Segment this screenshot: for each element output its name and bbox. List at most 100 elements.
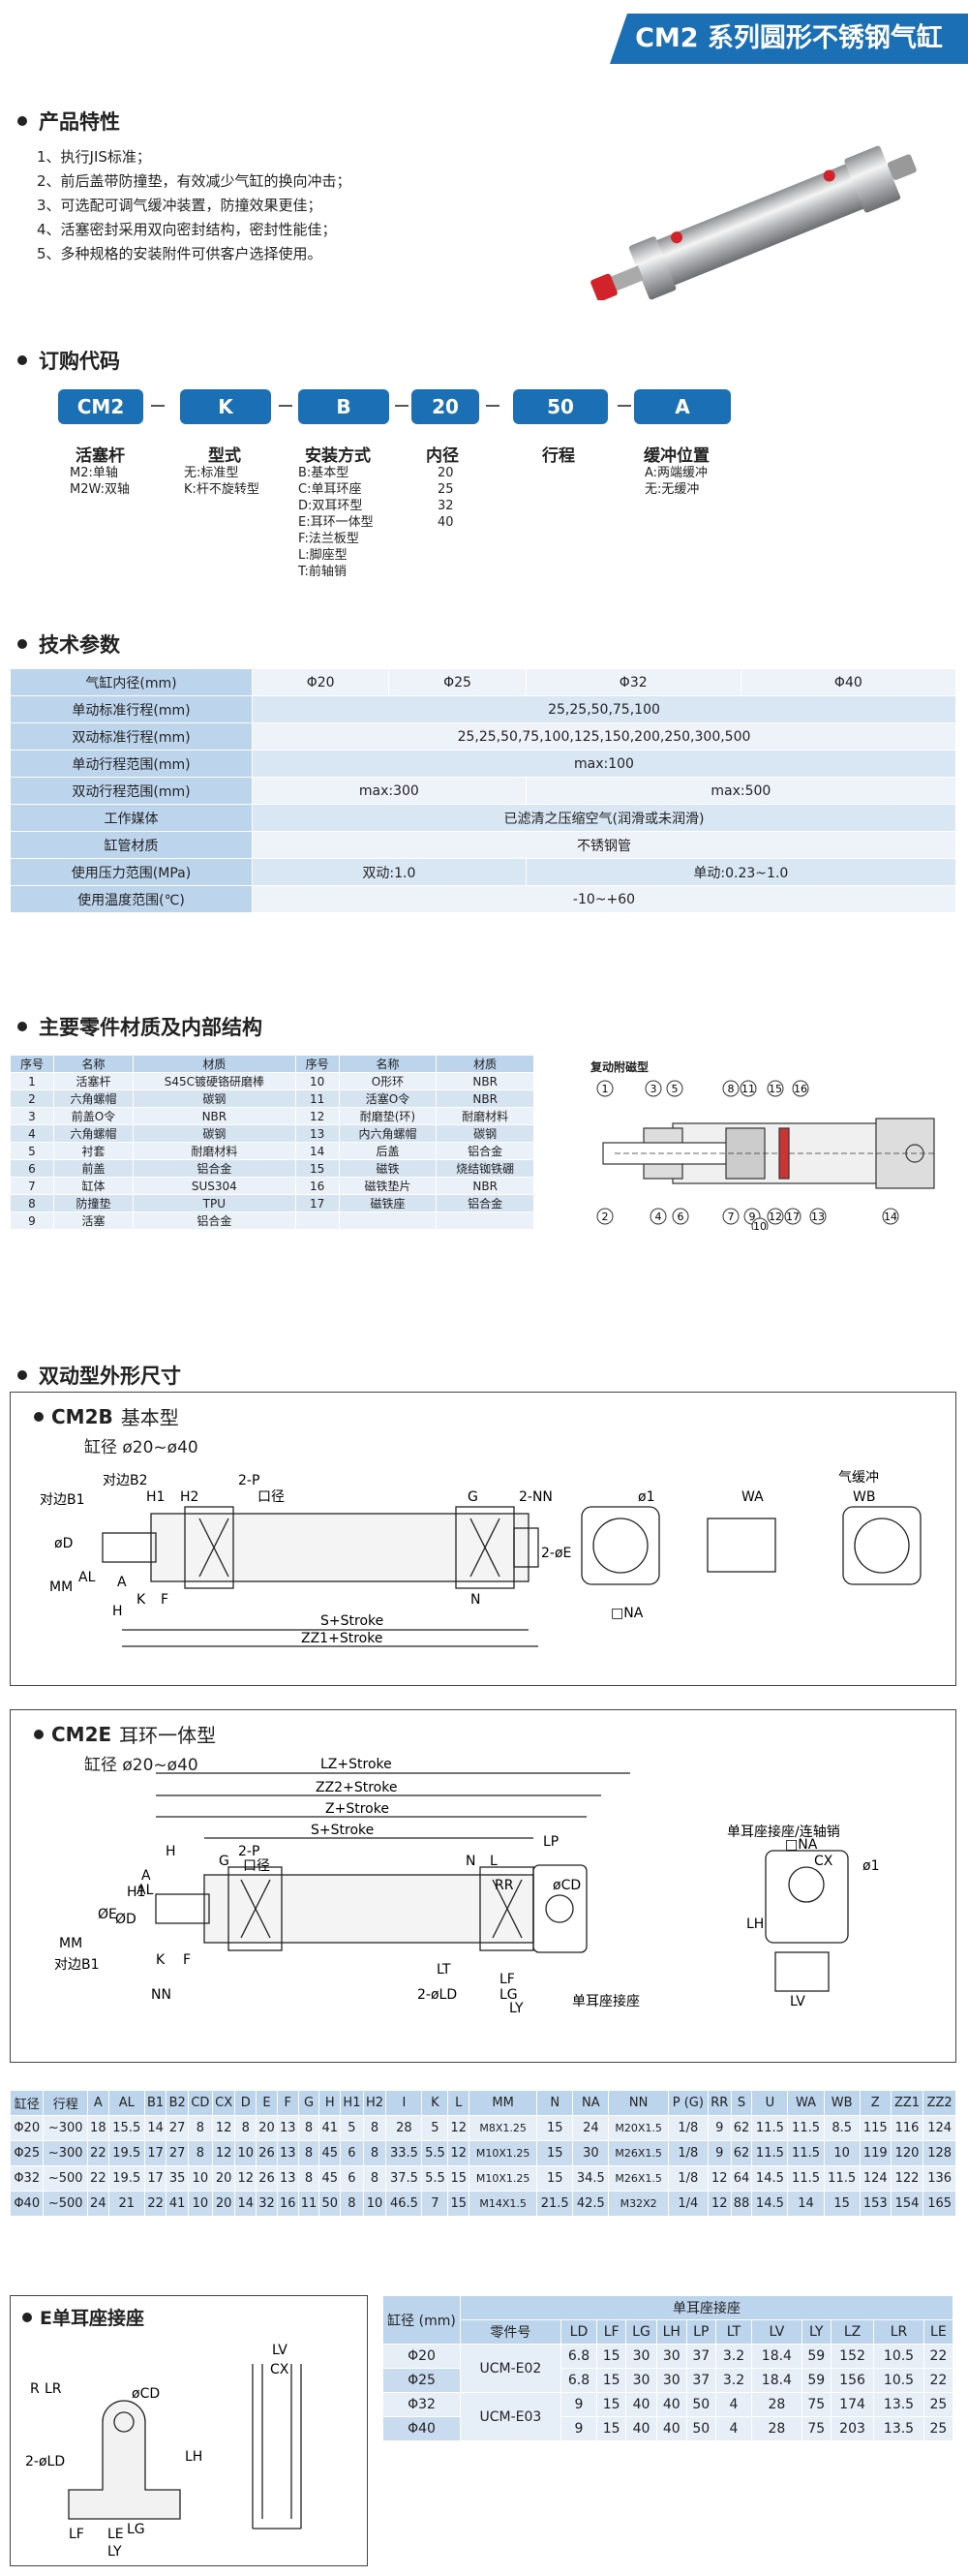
table-cell: 铝合金 bbox=[133, 1211, 296, 1230]
table-cell: 15 bbox=[447, 2165, 470, 2192]
column-header: D bbox=[234, 2090, 257, 2116]
order-label: 内径 bbox=[426, 446, 459, 466]
table-cell: 28 bbox=[751, 2416, 802, 2441]
drawing-label: L bbox=[490, 1854, 498, 1869]
order-label: 安装方式 bbox=[305, 446, 371, 466]
row-header: 单动行程范围(mm) bbox=[10, 750, 253, 778]
order-code-box: K bbox=[180, 389, 271, 424]
table-cell: 20 bbox=[211, 2191, 236, 2217]
table-cell: 15 bbox=[596, 2416, 627, 2441]
table-cell: 铝合金 bbox=[436, 1194, 534, 1212]
drawing-label: A bbox=[141, 1868, 151, 1884]
table-cell: 22 bbox=[86, 2140, 109, 2166]
table-cell: 碳钢 bbox=[436, 1124, 534, 1143]
table-cell: 9 bbox=[707, 2115, 732, 2141]
callout-circle bbox=[722, 1080, 740, 1097]
column-header: Z bbox=[859, 2090, 892, 2116]
callout-number: 2 bbox=[602, 1211, 609, 1223]
table-cell: 18.4 bbox=[751, 2368, 802, 2393]
order-label: 行程 bbox=[542, 446, 575, 466]
column-header: LE bbox=[923, 2319, 954, 2345]
column-header: LZ bbox=[830, 2319, 875, 2345]
table-cell: 已滤清之压缩空气(润滑或未润滑) bbox=[252, 804, 956, 832]
table-cell: 6 bbox=[340, 2140, 364, 2166]
column-header: L bbox=[447, 2090, 470, 2116]
column-header: 名称 bbox=[338, 1055, 438, 1073]
table-cell: UCM-E02 bbox=[460, 2344, 561, 2393]
table-cell: 40 bbox=[655, 2416, 687, 2441]
row-header: 工作媒体 bbox=[10, 804, 253, 832]
drawing-label: ZZ1+Stroke bbox=[301, 1631, 382, 1646]
callout-circle bbox=[767, 1080, 784, 1097]
table-cell: 10.5 bbox=[873, 2368, 924, 2393]
callout-number: 9 bbox=[749, 1211, 756, 1223]
cm2e-title: CM2E 耳环一体型 bbox=[34, 1720, 216, 1748]
table-cell: Φ40 bbox=[382, 2416, 461, 2441]
table-cell: 25,25,50,75,100,125,150,200,250,300,500 bbox=[252, 722, 956, 751]
column-header: WA bbox=[787, 2090, 825, 2116]
table-cell bbox=[294, 1211, 340, 1230]
drawing-label: øCD bbox=[553, 1878, 581, 1893]
drawing-label: 对边B1 bbox=[54, 1957, 100, 1973]
table-cell: 5.5 bbox=[421, 2140, 449, 2166]
table-cell: 11.5 bbox=[787, 2115, 825, 2141]
table-cell: Φ25 bbox=[9, 2140, 45, 2166]
table-cell: 8.5 bbox=[823, 2115, 861, 2141]
table-cell: 115 bbox=[859, 2115, 892, 2141]
table-cell: 15 bbox=[596, 2392, 627, 2417]
table-cell: ~300 bbox=[43, 2140, 88, 2166]
order-code-box: 50 bbox=[513, 389, 608, 424]
table-cell bbox=[436, 1211, 534, 1230]
column-header: LG bbox=[625, 2319, 657, 2345]
drawing-label: S+Stroke bbox=[311, 1823, 374, 1838]
callout-number: 14 bbox=[884, 1211, 897, 1223]
table-cell: 20 bbox=[256, 2115, 278, 2141]
column-header: H2 bbox=[362, 2090, 387, 2116]
callout-number: 7 bbox=[728, 1211, 735, 1223]
table-cell: 120 bbox=[890, 2140, 924, 2166]
table-cell: 10 bbox=[294, 1072, 340, 1090]
table-cell: 2 bbox=[10, 1089, 54, 1108]
table-cell: 21.5 bbox=[536, 2191, 574, 2217]
callout-circle bbox=[751, 1217, 769, 1230]
table-cell: 12 bbox=[211, 2115, 236, 2141]
drawing-label: ZZ2+Stroke bbox=[316, 1780, 397, 1795]
features-heading: 产品特性 bbox=[17, 107, 120, 136]
table-cell: 16 bbox=[294, 1177, 340, 1195]
table-cell: UCM-E03 bbox=[460, 2392, 561, 2441]
table-cell: 1 bbox=[10, 1072, 54, 1090]
callout-circle bbox=[596, 1080, 614, 1097]
table-cell: ~500 bbox=[43, 2165, 88, 2192]
table-cell: 双动:1.0 bbox=[252, 858, 527, 886]
table-row: 双动标准行程(mm)25,25,50,75,100,125,150,200,25… bbox=[10, 722, 956, 751]
table-cell: 5 bbox=[10, 1142, 54, 1160]
table-cell: 59 bbox=[801, 2344, 832, 2369]
drawing-label: 对边B2 bbox=[103, 1473, 148, 1488]
row-header: 双动行程范围(mm) bbox=[10, 777, 253, 805]
table-cell: 碳钢 bbox=[133, 1124, 296, 1143]
table-cell: 11.5 bbox=[787, 2140, 825, 2166]
table-cell: 15 bbox=[536, 2115, 574, 2141]
drawing-label: 口径 bbox=[257, 1489, 285, 1505]
table-cell: 6.8 bbox=[560, 2344, 598, 2369]
table-cell: 40 bbox=[655, 2392, 687, 2417]
column-header: 缸径 (mm) bbox=[382, 2295, 461, 2345]
drawing-label: LT bbox=[437, 1962, 451, 1978]
feature-item: 2、前后盖带防撞垫，有效减少气缸的换向冲击； bbox=[37, 172, 351, 190]
column-header: I bbox=[385, 2090, 423, 2116]
parts-heading: 主要零件材质及内部结构 bbox=[17, 1012, 262, 1041]
callout-number: 12 bbox=[769, 1211, 782, 1223]
table-cell: 75 bbox=[801, 2416, 832, 2441]
bullet-icon bbox=[17, 1370, 27, 1380]
column-header: LT bbox=[714, 2319, 753, 2345]
